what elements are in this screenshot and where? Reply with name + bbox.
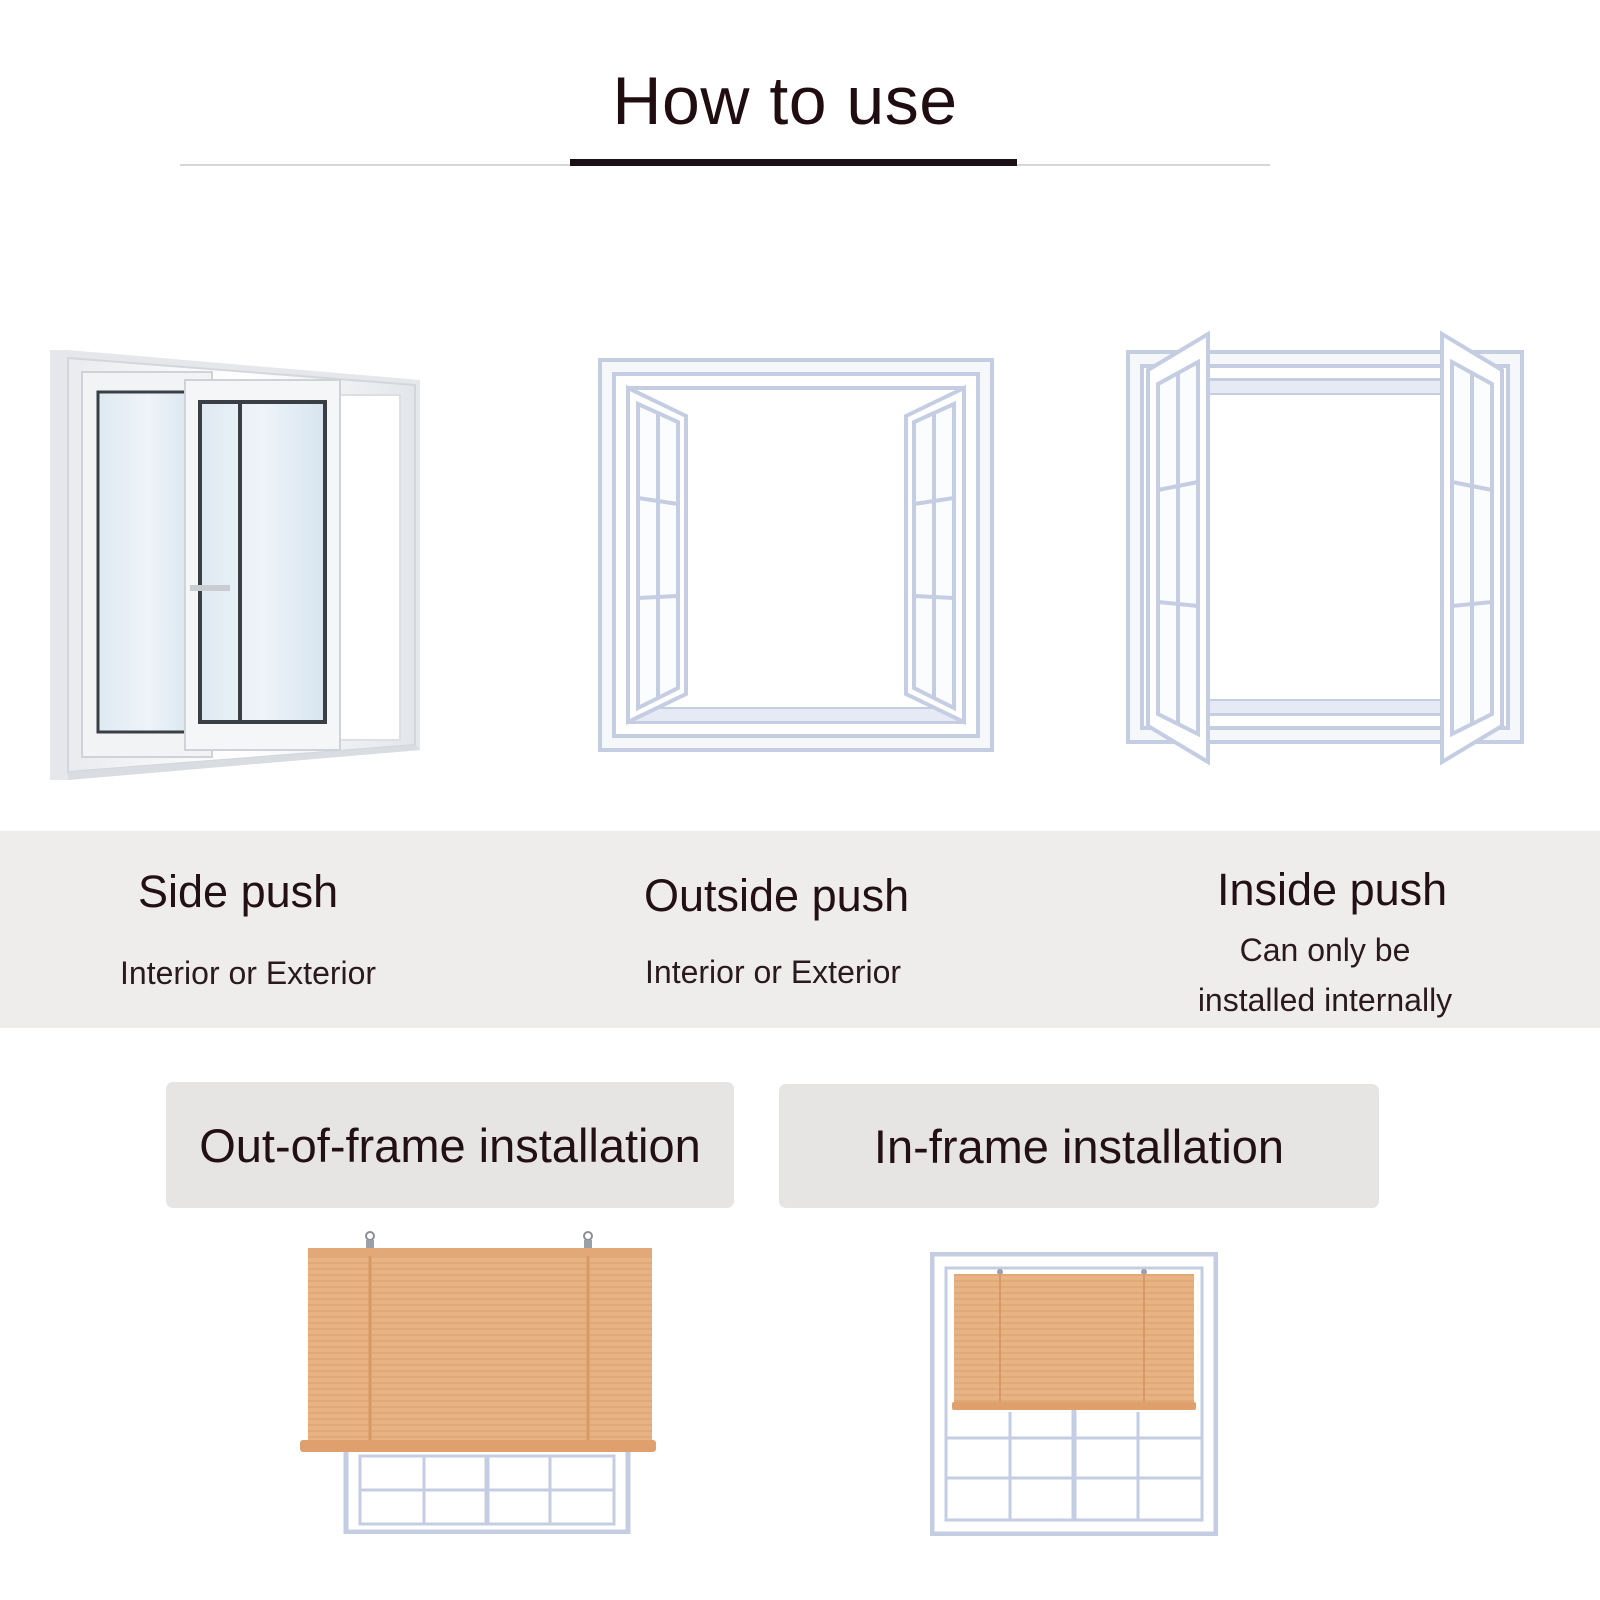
outside-push-title: Outside push [644,870,910,921]
side-push-title: Side push [138,866,339,917]
outside-push-note: Interior or Exterior [645,954,902,990]
in-frame-label-box: In-frame installation [779,1084,1379,1208]
inward-casement-window-icon [1124,330,1526,766]
inside-push-title: Inside push [1217,864,1448,915]
outward-casement-window-icon [598,358,994,752]
in-frame-label: In-frame installation [873,1119,1285,1173]
out-of-frame-label: Out-of-frame installation [199,1118,701,1172]
sliding-window-icon [50,350,430,780]
window-type-band [0,831,1600,1028]
title-divider-accent [570,159,1017,166]
bamboo-blind-outside-frame-icon [300,1228,660,1534]
side-push-note: Interior or Exterior [120,955,377,991]
bamboo-blind-inside-frame-icon [930,1252,1218,1536]
out-of-frame-label-box: Out-of-frame installation [166,1082,734,1208]
inside-push-note-line1: Can only be [1239,932,1411,968]
inside-push-note-line2: installed internally [1197,982,1453,1018]
page-title: How to use [612,63,958,139]
